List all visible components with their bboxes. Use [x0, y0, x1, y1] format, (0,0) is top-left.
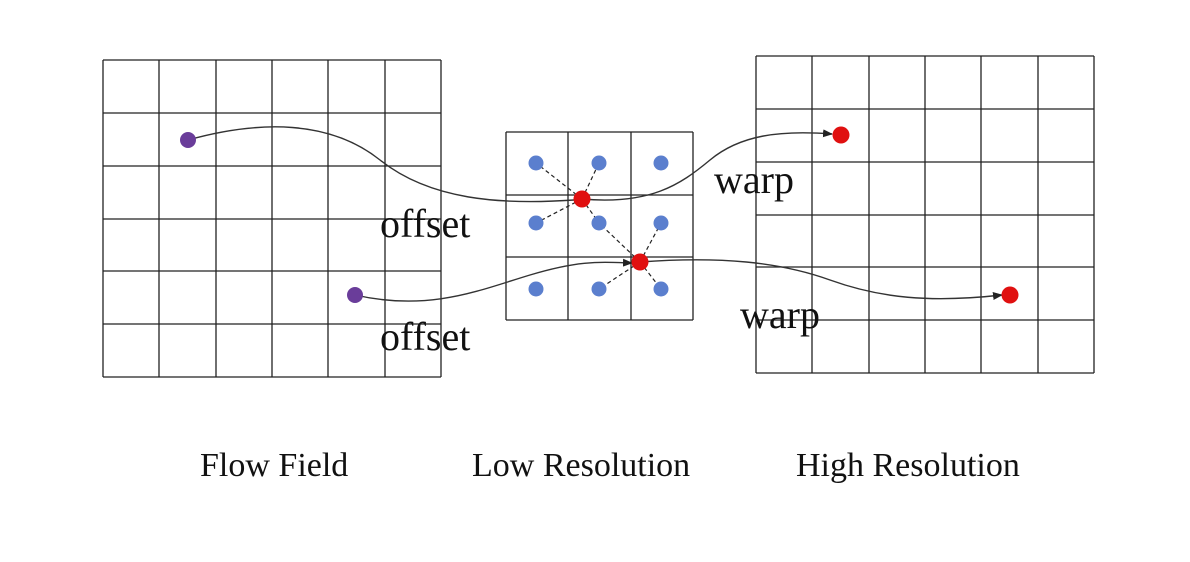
interp-line	[535, 162, 583, 200]
warped-point	[1001, 286, 1019, 304]
sample-point	[591, 155, 607, 171]
offset-point	[631, 253, 649, 271]
warped-points	[573, 126, 1019, 304]
low-resolution-samples	[528, 155, 669, 297]
flow-field-grid	[102, 59, 442, 378]
warped-point	[832, 126, 850, 144]
low-resolution-grid	[505, 131, 694, 321]
sample-point	[653, 281, 669, 297]
offset-point	[573, 190, 591, 208]
interp-line	[535, 198, 583, 224]
caption-low-resolution: Low Resolution	[472, 447, 690, 484]
source-point	[347, 287, 363, 303]
warp-curve-bottom	[639, 259, 1003, 300]
sample-point	[528, 155, 544, 171]
warp-label-top: warp	[714, 157, 794, 202]
interp-line	[598, 222, 641, 263]
sample-point	[653, 155, 669, 171]
sample-point	[591, 281, 607, 297]
source-points	[180, 132, 363, 303]
sample-point	[591, 215, 607, 231]
offset-label-bottom: offset	[380, 314, 470, 359]
sample-point	[528, 215, 544, 231]
high-resolution-grid	[755, 55, 1095, 374]
sample-point	[653, 215, 669, 231]
sample-point	[528, 281, 544, 297]
warp-label-bottom: warp	[740, 292, 820, 337]
warp-curve-top	[581, 129, 833, 201]
flow-curves	[187, 126, 1003, 302]
caption-high-resolution: High Resolution	[796, 447, 1020, 484]
source-point	[180, 132, 196, 148]
caption-flow-field: Flow Field	[200, 447, 348, 484]
offset-curve-top	[187, 126, 575, 203]
offset-curve-bottom	[354, 258, 633, 302]
offset-label-top: offset	[380, 201, 470, 246]
